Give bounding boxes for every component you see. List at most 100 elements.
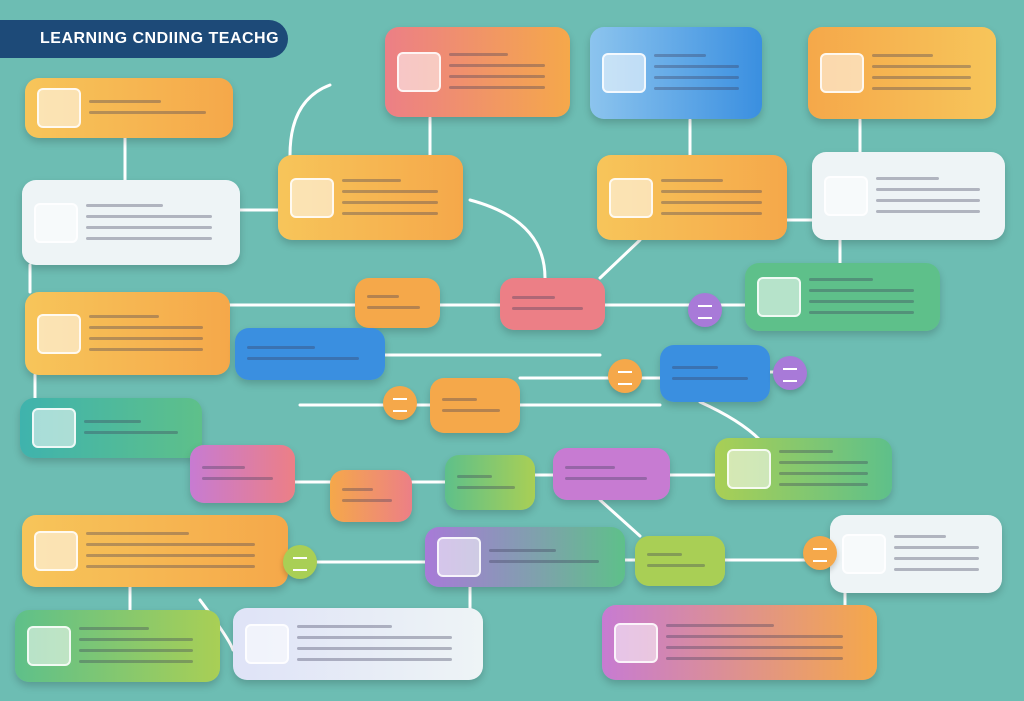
diagram-node [20,398,202,458]
connector-node-icon [688,293,722,327]
text-line [666,623,775,627]
text-line [79,660,194,663]
diagram-node [553,448,670,500]
text-line [876,177,940,180]
text-line [654,54,706,57]
text-line [86,236,212,240]
text-line [872,76,971,79]
diagram-node [602,605,877,680]
text-line [342,488,373,491]
diagram-node [385,27,570,117]
diagram-node [445,455,535,510]
text-line [297,625,392,628]
connector-node-icon [283,545,317,579]
text-line [661,211,762,215]
illustration-icon [245,624,289,664]
text-line [457,474,493,478]
diagram-node [190,445,295,503]
diagram-node [715,438,892,500]
text-line [876,210,980,213]
diagram-node [22,515,288,587]
diagram-node [830,515,1002,593]
text-line [86,203,163,207]
illustration-icon [397,52,441,92]
text-line [809,311,915,314]
text-line [666,656,844,660]
text-line [342,189,439,193]
text-line [872,54,933,57]
illustration-icon [824,176,868,216]
diagram-node [635,536,725,586]
illustration-icon [34,531,78,571]
diagram-node [330,470,412,522]
text-line [449,53,508,56]
diagram-node [808,27,996,119]
text-line [654,65,739,68]
text-line [442,397,478,401]
text-line [661,200,762,204]
text-line [449,64,546,67]
text-line [89,325,204,329]
text-line [512,296,556,299]
text-line [809,278,874,281]
text-line [872,65,971,68]
connector-node-icon [608,359,642,393]
diagram-node [590,27,762,119]
connector-line [288,83,332,157]
text-line [779,450,834,453]
text-line [89,347,204,351]
text-line [876,188,980,191]
illustration-icon [842,534,886,574]
illustration-icon [437,537,481,577]
illustration-icon [37,313,81,354]
diagram-node [278,155,463,240]
connector-node-icon [803,536,837,570]
text-line [647,553,683,556]
text-line [894,557,979,560]
diagram-node [25,78,233,138]
illustration-icon [37,88,81,128]
text-line [779,461,869,464]
page-title: LEARNING CNDIING TEACHG [0,20,288,58]
text-line [86,225,212,229]
diagram-node [597,155,787,240]
illustration-icon [602,53,646,93]
text-line [876,199,980,202]
text-line [565,466,616,469]
text-line [367,295,400,298]
text-line [202,466,246,469]
illustration-icon [820,53,864,93]
text-line [779,472,869,475]
diagram-node [660,345,770,402]
illustration-icon [727,449,771,489]
diagram-node [745,263,940,331]
diagram-node [425,527,625,587]
text-line [342,499,393,502]
text-line [647,564,705,567]
text-line [894,535,946,538]
text-line [489,560,599,563]
text-line [654,76,739,79]
illustration-icon [609,177,653,218]
text-line [342,178,401,182]
diagram-node [233,608,483,680]
connector-node-icon [383,386,417,420]
text-line [666,645,844,649]
text-line [654,87,739,90]
diagram-node [500,278,605,330]
text-line [661,178,723,182]
text-line [297,647,452,650]
text-line [84,420,142,423]
illustration-icon [290,177,334,218]
connector-line [698,400,762,442]
text-line [84,431,178,434]
illustration-icon [614,622,658,663]
text-line [342,200,439,204]
text-line [367,306,421,309]
text-line [661,189,762,193]
diagram-node [355,278,440,328]
text-line [86,565,256,568]
text-line [79,627,149,630]
text-line [449,75,546,78]
